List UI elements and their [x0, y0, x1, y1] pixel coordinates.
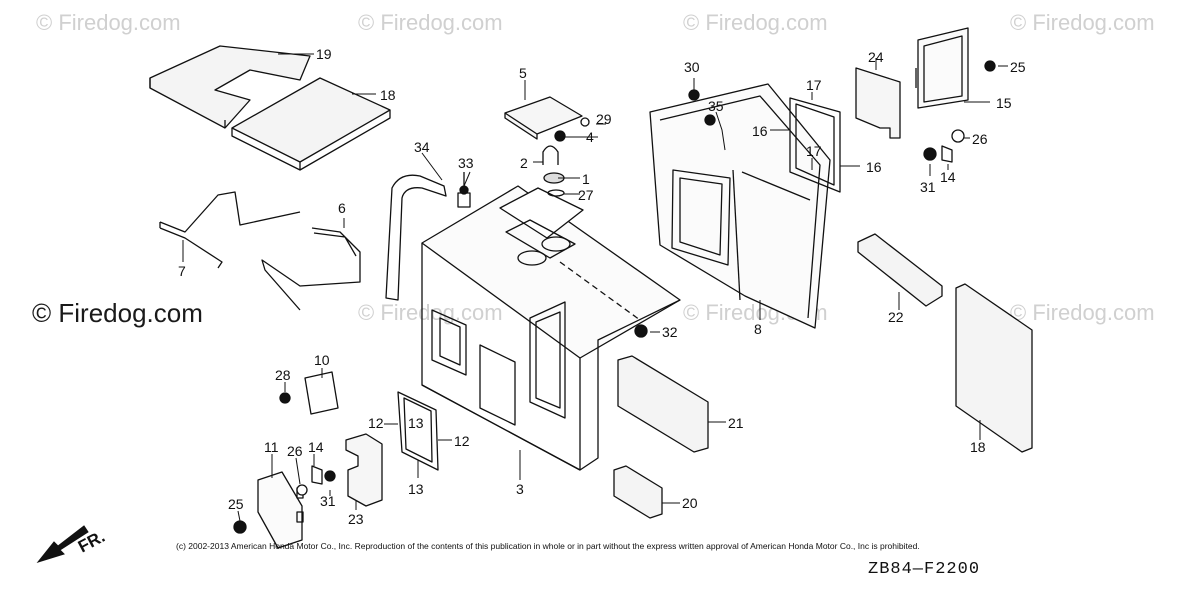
callout-17-top: 17 [806, 77, 822, 93]
part-14-lower-clip [311, 465, 323, 485]
callout-11: 11 [264, 439, 279, 455]
callout-16-right: 16 [866, 159, 882, 175]
part-27-washer [547, 189, 565, 197]
part-33-clip [457, 172, 471, 208]
part-3-main-cover [421, 185, 681, 471]
part-19-pad [149, 45, 311, 129]
part-7-stay [159, 191, 301, 269]
part-34-hose [385, 174, 447, 301]
part-21-pad [617, 355, 709, 453]
callout-18-right: 18 [970, 439, 986, 455]
callout-13-bottom: 13 [408, 481, 424, 497]
callout-2: 2 [520, 155, 528, 171]
watermark: © Firedog.com [683, 10, 828, 35]
callout-31-top: 31 [920, 179, 936, 195]
part-8-rear-panel [649, 83, 831, 329]
callout-32: 32 [662, 324, 678, 340]
watermark: © Firedog.com [358, 300, 503, 325]
callout-10: 10 [314, 352, 330, 368]
callout-28: 28 [275, 367, 291, 383]
part-26-lower-grommet [296, 484, 308, 496]
watermark: © Firedog.com [1010, 300, 1155, 325]
callout-35: 35 [708, 98, 724, 114]
part-15-lid [915, 27, 969, 109]
leader-dashed [559, 261, 641, 321]
part-10-plate [304, 371, 339, 415]
callout-labels: 19 18 5 29 4 2 1 27 34 33 6 7 30 35 17 1… [178, 46, 1026, 527]
callout-7: 7 [178, 263, 186, 279]
callout-15: 15 [996, 95, 1012, 111]
part-31-nut [923, 147, 937, 161]
part-30-bolt [688, 89, 700, 101]
callout-33: 33 [458, 155, 474, 171]
callout-18: 18 [380, 87, 396, 103]
callout-26-top: 26 [972, 131, 988, 147]
callout-21: 21 [728, 415, 744, 431]
callout-24: 24 [868, 49, 884, 65]
watermark: © Firedog.com [36, 10, 181, 35]
part-32-nut [634, 324, 648, 338]
callout-22: 22 [888, 309, 904, 325]
callout-16-left: 16 [752, 123, 768, 139]
part-20-pad [613, 465, 663, 519]
callout-14-top: 14 [940, 169, 956, 185]
part-35-bolt [704, 114, 716, 126]
callout-31-bottom: 31 [320, 493, 336, 509]
callout-14-bottom: 14 [308, 439, 324, 455]
callout-34: 34 [414, 139, 430, 155]
callout-25-top: 25 [1010, 59, 1026, 75]
callout-27: 27 [578, 187, 594, 203]
callout-19: 19 [316, 46, 332, 62]
watermark: © Firedog.com [358, 10, 503, 35]
callout-4: 4 [586, 129, 594, 145]
callout-29: 29 [596, 111, 612, 127]
part-31-lower-nut [324, 470, 336, 482]
callout-25-bottom: 25 [228, 496, 244, 512]
callout-3: 3 [516, 481, 524, 497]
part-24-seal [855, 67, 901, 139]
part-14-clip [941, 145, 953, 163]
callout-12-right: 12 [454, 433, 470, 449]
part-18-right-pad [955, 283, 1033, 453]
callout-8: 8 [754, 321, 762, 337]
figure-code: ZB84—F2200 [868, 560, 981, 579]
callout-23: 23 [348, 511, 364, 527]
front-direction-arrow [36, 525, 89, 563]
part-4-grommet [554, 130, 566, 142]
part-28-bolt [279, 392, 291, 404]
callout-13-top: 13 [408, 415, 424, 431]
part-26-grommet [951, 129, 965, 143]
part-17-seal-frame [789, 97, 841, 193]
part-29-bolt [580, 117, 590, 127]
part-5-plate [504, 96, 583, 140]
callout-5: 5 [519, 65, 527, 81]
part-25-lower-bolt [233, 520, 247, 534]
part-11-lid [257, 471, 304, 549]
callout-12-left: 12 [368, 415, 384, 431]
callout-30: 30 [684, 59, 700, 75]
callout-17-bottom: 17 [806, 143, 822, 159]
callout-6: 6 [338, 200, 346, 216]
part-22-pad [857, 233, 943, 307]
callout-20: 20 [682, 495, 698, 511]
part-25-bolt [984, 60, 996, 72]
callout-26-bottom: 26 [287, 443, 303, 459]
part-6-stay [261, 227, 361, 311]
part-23-seal [345, 433, 383, 507]
callout-1: 1 [582, 171, 590, 187]
copyright-notice: (c) 2002-2013 American Honda Motor Co., … [176, 541, 920, 551]
brand-watermark: © Firedog.com [32, 298, 203, 328]
leader-lines [182, 53, 1008, 522]
watermark: © Firedog.com [1010, 10, 1155, 35]
part-2-clip [542, 145, 559, 165]
part-18-pad [231, 77, 391, 171]
part-12-seal-frame [397, 391, 439, 471]
